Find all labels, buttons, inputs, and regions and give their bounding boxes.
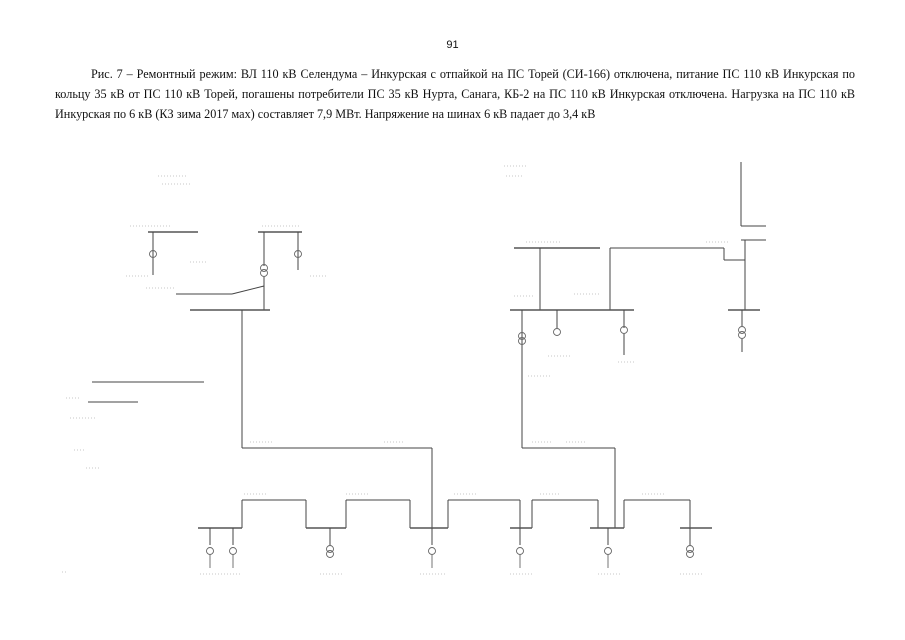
figure-caption: Рис. 7 – Ремонтный режим: ВЛ 110 кВ Селе… xyxy=(55,64,855,124)
right-upper-substation xyxy=(510,240,760,528)
transformer-icon xyxy=(518,332,526,345)
caption-text: Рис. 7 – Ремонтный режим: ВЛ 110 кВ Селе… xyxy=(55,67,855,121)
load-icon xyxy=(229,547,237,568)
left-lines xyxy=(88,381,204,403)
load-icon xyxy=(516,547,524,568)
transformer-icon xyxy=(260,264,268,277)
right-top-feeder xyxy=(740,162,766,241)
load-icon xyxy=(553,328,561,336)
load-icon xyxy=(149,250,157,258)
load-icon xyxy=(428,547,436,568)
load-icon xyxy=(604,547,612,568)
page-number: 91 xyxy=(446,39,459,51)
load-icon xyxy=(206,547,214,568)
faint-label-marks xyxy=(62,165,730,575)
left-upper-substation xyxy=(148,231,433,528)
transformer-icon xyxy=(738,326,746,339)
transformer-icon xyxy=(686,545,694,558)
transformer-icon xyxy=(326,545,334,558)
load-icon xyxy=(294,250,302,258)
load-icon xyxy=(620,326,628,334)
bottom-bus-system xyxy=(198,499,712,568)
